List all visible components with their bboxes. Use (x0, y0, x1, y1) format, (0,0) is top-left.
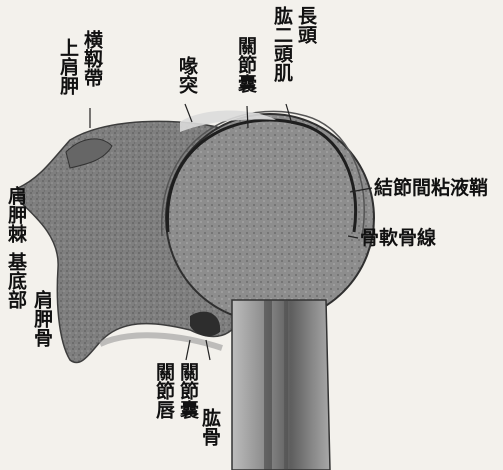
label-biceps: 肱二頭肌 (272, 6, 292, 82)
label-glenoid-labrum: 關節唇 (154, 362, 174, 419)
label-base: 基底部 (6, 252, 26, 309)
label-transverse-ligament: 横靱帶 (82, 30, 102, 87)
label-humerus: 肱骨 (200, 408, 220, 446)
label-joint-capsule-bottom: 關節囊 (178, 362, 198, 419)
label-joint-capsule-top: 關節囊 (236, 36, 256, 93)
label-synovial-sheath: 結節間粘液鞘 (374, 178, 488, 198)
label-superior-scapula: 上肩胛 (58, 38, 78, 95)
label-scapula: 肩胛骨 (32, 290, 52, 347)
label-scapular-spine: 肩胛棘 (6, 186, 26, 243)
humerus-shaft (232, 300, 330, 470)
label-coracoid-process: 喙突 (177, 56, 197, 94)
label-long-head: 長頭 (296, 6, 316, 44)
label-cartilage-line: 骨軟骨線 (360, 228, 436, 248)
